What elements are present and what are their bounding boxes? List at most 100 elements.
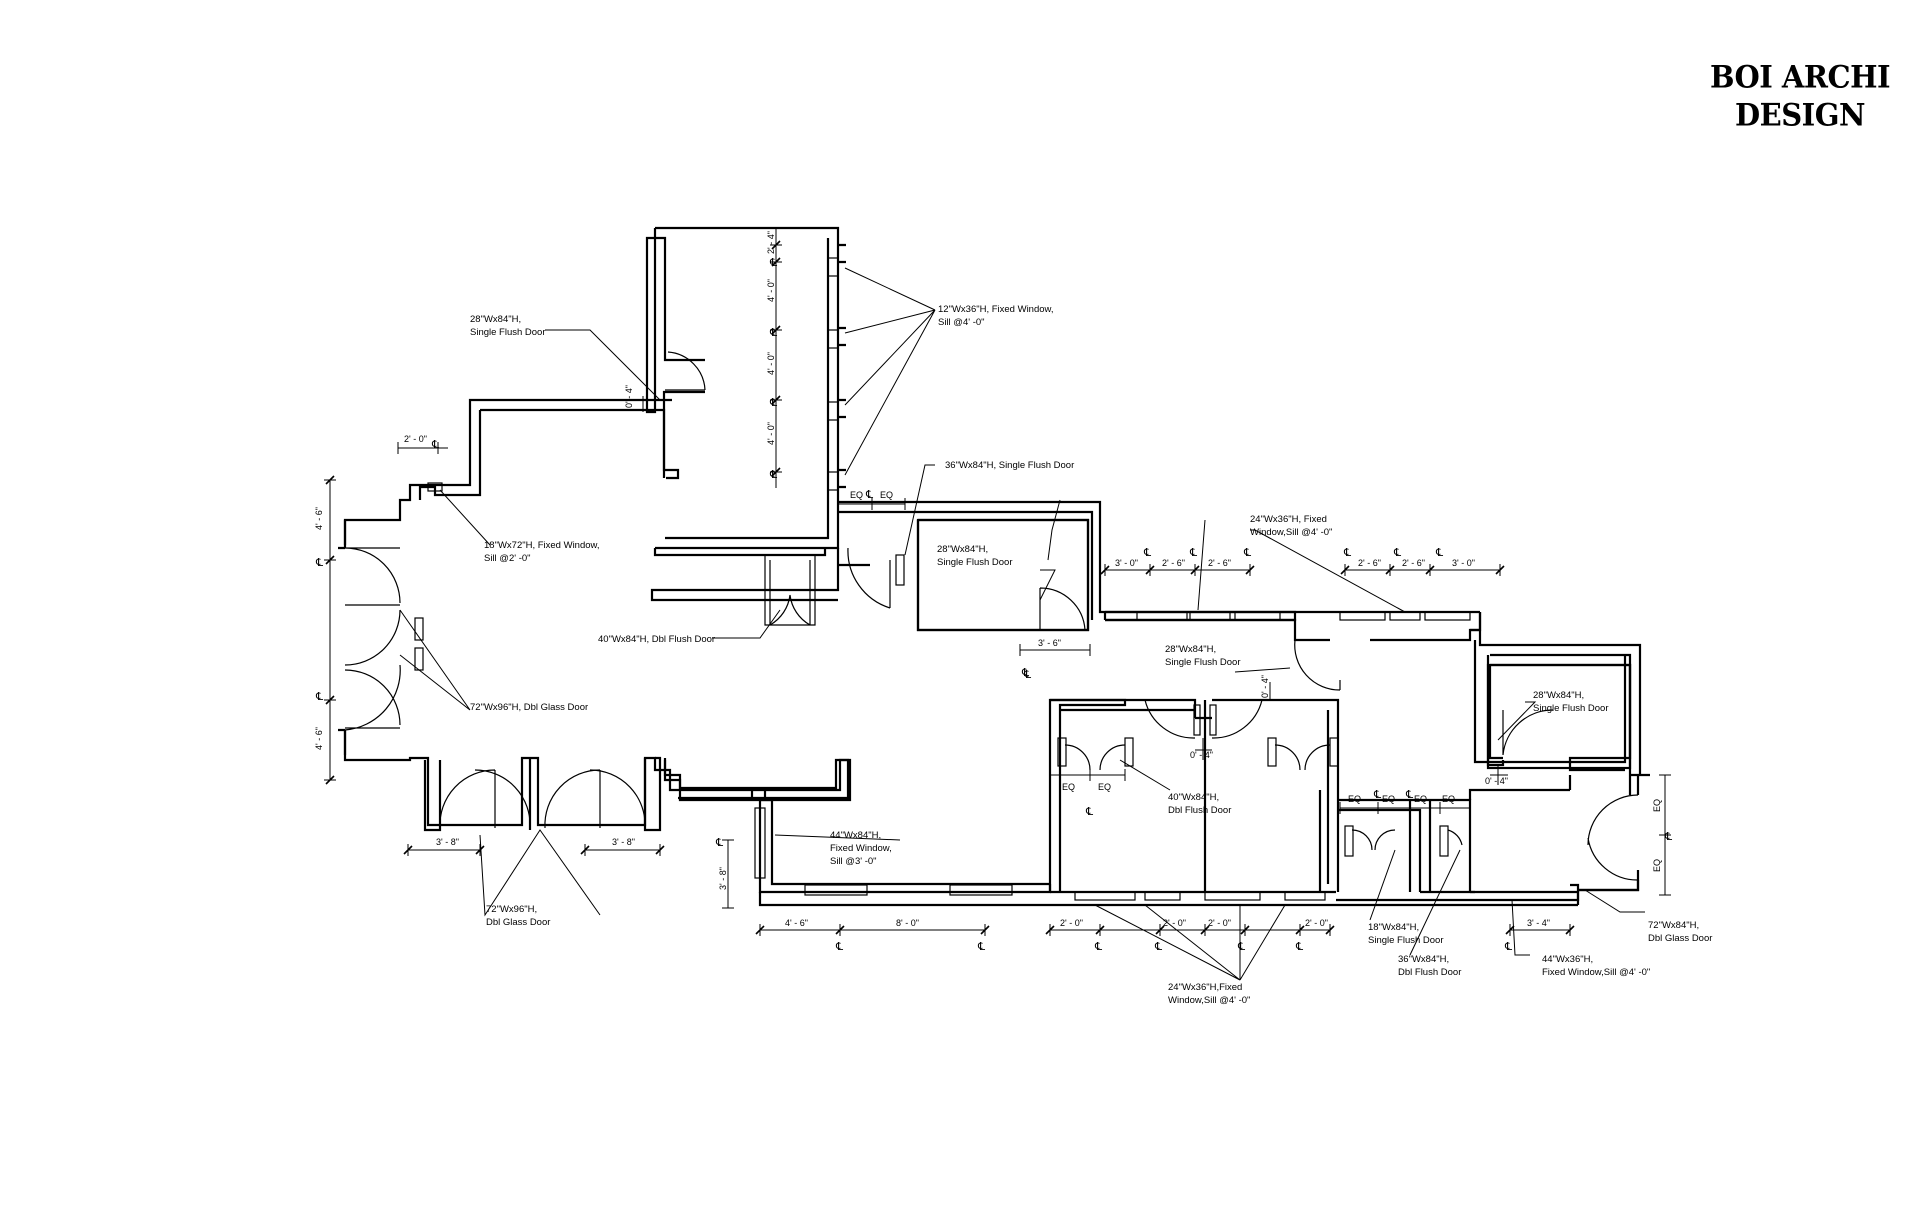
- label-door-36-dbl-1: 36"Wx84"H,: [1398, 954, 1449, 965]
- dimtext-2-0-b4: 2' - 0": [1305, 918, 1328, 928]
- dim-west-vertical: [324, 479, 336, 781]
- wall-right-room-2: [1488, 663, 1632, 772]
- label-window-12-1: 12"Wx36"H, Fixed Window,: [938, 304, 1054, 315]
- window-18-frame: [427, 482, 443, 492]
- leader-window-12: [844, 267, 936, 476]
- label-door-36-dbl-2: Dbl Flush Door: [1398, 967, 1461, 978]
- label-window-44-2: Fixed Window,: [830, 843, 892, 854]
- ticks-top: [1100, 565, 1505, 575]
- door-28-right: [1502, 709, 1554, 756]
- dimtext-eq-9: EQ: [1652, 799, 1662, 812]
- dimtext-3-8-right: 3' - 8": [612, 837, 635, 847]
- room-right-28: [1486, 663, 1632, 770]
- window-4: [827, 471, 839, 491]
- label-glass-bottom-2: Dbl Glass Door: [486, 917, 550, 928]
- label-door-28-center-2: Single Flush Door: [1165, 657, 1241, 668]
- wall-right-east: [1578, 775, 1640, 892]
- wall-lobby-west: [338, 520, 347, 755]
- cl-17: ℄: [1373, 788, 1381, 801]
- dim-0-4-center: [1195, 738, 1212, 760]
- leader-window-18: [439, 489, 491, 546]
- labels: 28"Wx84"H, Single Flush Door 12"Wx36"H, …: [470, 304, 1712, 1006]
- leader-window-24-top-right: [1250, 529, 1406, 613]
- label-door-18-1: 18"Wx84"H,: [1368, 922, 1419, 933]
- dimtext-eq-1: EQ: [850, 490, 863, 500]
- label-door-28-center-1: 28"Wx84"H,: [1165, 644, 1216, 655]
- label-door-28-mid-1: 28"Wx84"H,: [937, 544, 988, 555]
- leader-glass-west: [399, 609, 471, 711]
- door-glass-west-1b: [344, 609, 401, 666]
- door-glass-bottom-3: [544, 769, 601, 829]
- dimtext-eq-10: EQ: [1652, 859, 1662, 872]
- wall-bottom-right: [1468, 788, 1580, 905]
- leader-door-28-center: [1234, 667, 1291, 673]
- dimtext-2-0-top: 2' - 0": [404, 434, 427, 444]
- leader-window-24-bottom: [1094, 904, 1286, 981]
- walls: [338, 226, 1650, 907]
- dimtext-2-6-top-1: 2' - 6": [1162, 558, 1185, 568]
- label-window-18-1: 18"Wx72"H, Fixed Window,: [484, 540, 600, 551]
- door-glass-west-1: [344, 547, 401, 606]
- cl-13: ℄: [1343, 546, 1351, 559]
- door-40-rr-right: [1274, 744, 1331, 771]
- label-glass-bottom-1: 72"Wx96"H,: [486, 904, 537, 915]
- leader-door-72-right: [1584, 889, 1645, 913]
- label-window-12-2: Sill @4' -0": [938, 317, 985, 328]
- dimtext-0-4-right: 0' - 4": [1485, 776, 1508, 786]
- dimtext-0-4-upper: 0' - 4": [1260, 675, 1270, 698]
- label-door-40-center-1: 40"Wx84"H,: [1168, 792, 1219, 803]
- wall-stalls: [1338, 798, 1475, 894]
- cl-5: ℄: [431, 438, 439, 451]
- cl-27: ℄: [1504, 940, 1512, 953]
- cl-24: ℄: [1154, 940, 1162, 953]
- dim-0-4-right: [1490, 765, 1508, 785]
- label-window-24-bottom-1: 24"Wx36"H,Fixed: [1168, 982, 1242, 993]
- leader-door-corridor: [1047, 499, 1061, 561]
- leader-door-28-top: [545, 329, 661, 401]
- dimtext-4-0-1: 4' - 0": [766, 279, 776, 302]
- window-3: [827, 401, 839, 421]
- label-door-72-right-2: Dbl Glass Door: [1648, 933, 1712, 944]
- cl-14: ℄: [1393, 546, 1401, 559]
- door-36-leaf: [895, 554, 905, 586]
- dim-bottom-restroom: [1049, 924, 1331, 936]
- dimtext-4-6-west-2: 4' - 6": [314, 727, 324, 750]
- dimtext-4-0-2: 4' - 0": [766, 352, 776, 375]
- door-28-top: [665, 351, 706, 391]
- window-top-2: [1189, 611, 1231, 621]
- leader-door-36: [904, 464, 935, 556]
- jamb-rr-4: [1209, 704, 1217, 736]
- label-door-28-top-1: 28"Wx84"H,: [470, 314, 521, 325]
- cl-19: ℄: [1664, 830, 1672, 843]
- door-glass-bottom-1: [439, 769, 496, 829]
- wall-north-wing-inner: [665, 238, 846, 540]
- window-rr-2: [1144, 891, 1181, 901]
- window-top-3: [1234, 611, 1281, 621]
- leader-window-44: [774, 834, 901, 841]
- dimtext-4-0-3: 4' - 0": [766, 422, 776, 445]
- dimtext-eq-6: EQ: [1382, 794, 1395, 804]
- window-top-1: [1136, 611, 1188, 621]
- wall-left-lobby-lower: [343, 730, 852, 827]
- dimtext-0-4-top: 0' - 4": [624, 385, 634, 408]
- dimtext-eq-3: EQ: [1062, 782, 1075, 792]
- leader-glass-bottom: [479, 829, 601, 917]
- door-28-office: [1039, 587, 1086, 631]
- dimtext-eq-8: EQ: [1442, 794, 1455, 804]
- rooms: [916, 518, 1632, 770]
- door-corridor: [847, 547, 891, 609]
- door-28-rr-center: [1144, 699, 1263, 739]
- label-window-44-right-1: 44"Wx36"H,: [1542, 954, 1593, 965]
- dimtext-2-0-b2: 2' - 0": [1163, 918, 1186, 928]
- dimtext-2-6-top-2: 2' - 6": [1208, 558, 1231, 568]
- label-door-28-right-2: Single Flush Door: [1533, 703, 1609, 714]
- dimension-text: 2' - 0" 4' - 6" 4' - 6" 2' - 4" 4' - 0" …: [314, 231, 1662, 928]
- wall-north-wing: [645, 226, 840, 550]
- dim-2-0-top: [397, 442, 448, 454]
- dim-eq-stall-left: [1049, 769, 1126, 781]
- leader-door-28-mid: [1039, 569, 1056, 601]
- label-window-44-1: 44"Wx84"H,: [830, 830, 881, 841]
- jamb-rr-6: [1329, 737, 1339, 767]
- dimtext-3-0-top: 3' - 0": [1115, 558, 1138, 568]
- window-rr-4: [1284, 891, 1326, 901]
